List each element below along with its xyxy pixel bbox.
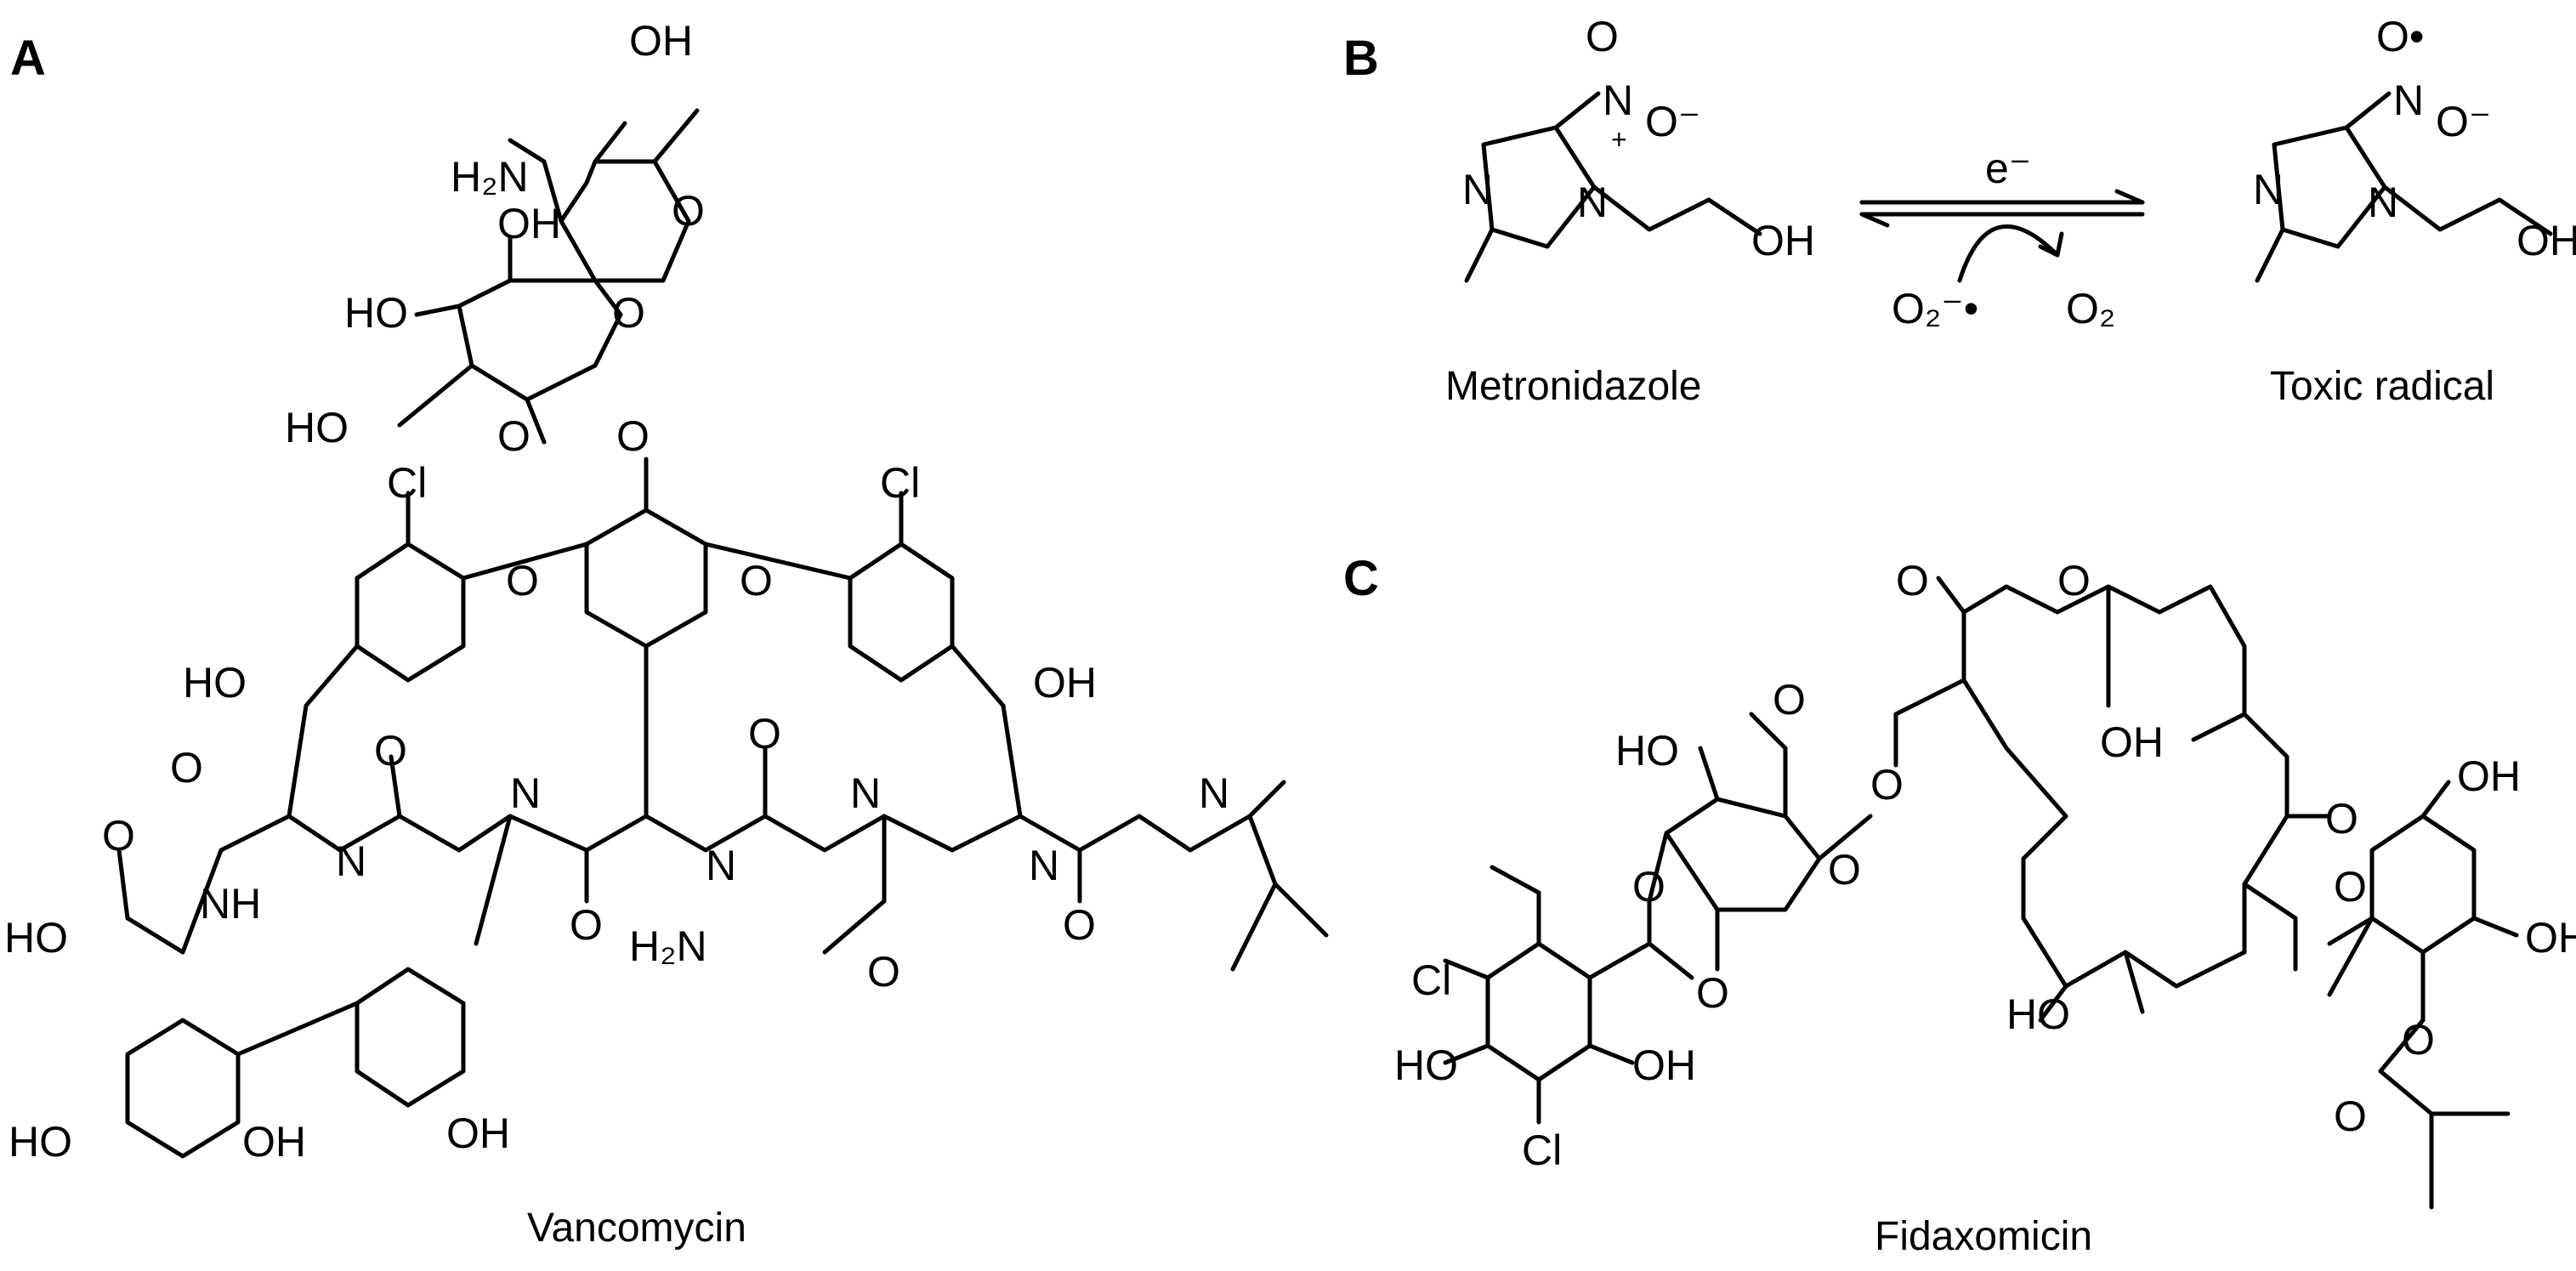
amide-nh-label: NH [200,880,261,928]
glucose-ring: OH HO HO O O O [285,200,650,460]
fidaxomicin-caption: Fidaxomicin [1875,1214,2092,1259]
carbonyl-oxygen-label: O [374,727,407,775]
radical-o-label: O• [2376,13,2424,60]
oxygen-label: O₂ [2066,285,2115,332]
carbonyl-oxygen-label: O [2334,1092,2367,1140]
carbonyl-oxygen-label: O [1063,901,1096,949]
ho-label: HO [1394,1041,1458,1089]
ester-oxygen-label: O [2402,1016,2435,1064]
vancomycin-structure: OH H₂N O OH HO HO O O O [4,17,1329,1251]
imidazole-n-label: N [1462,166,1493,213]
nitrogen-label: N [1029,842,1059,889]
glycosidic-oxygen-label: O [2325,795,2358,843]
ring-oxygen-label: O [2334,863,2367,911]
oh-label: OH [242,1118,306,1166]
panel-label-a: A [10,31,46,86]
nitrogen-label: N [510,769,541,817]
panel-label-b: B [1343,31,1379,86]
imidazole-n-label: N [2253,166,2284,213]
oh-label: OH [497,200,561,247]
ether-oxygen-label: O [506,557,539,604]
ho-label: HO [344,289,408,337]
vancomycin-caption: Vancomycin [527,1206,746,1251]
radical-o-minus-label: O⁻ [2436,98,2491,145]
imidazole-n-label: N [1577,179,1608,226]
vancosamine-ring: OH H₂N O [451,17,705,283]
panel-label-c: C [1343,551,1379,606]
glycosidic-oxygen-label: O [612,289,645,337]
nitro-o-label: O [1586,13,1619,60]
ho-label: HO [183,659,247,706]
metronidazole-structure: N N OH N O O⁻ + Metronidazole [1445,13,1815,409]
amine-label: H₂N [451,153,529,201]
acid-oxygen-label: O [102,812,135,860]
oh-label: OH [2457,752,2521,800]
oh-label: OH [2100,718,2164,766]
lactone-oxygen-label: O [2057,557,2091,604]
nitrogen-label: N [850,769,881,817]
oh-label: OH [629,17,693,65]
ester-oxygen-label: O [1632,863,1665,911]
carbonyl-oxygen-label: O [748,710,781,757]
nitro-plus-label: + [1611,124,1627,155]
acid-ho-label: HO [4,914,68,962]
ho-label: HO [1615,727,1679,775]
nitrogen-label: N [1199,769,1229,817]
toxic-radical-structure: N N OH N O• O⁻ Toxic radical [2253,13,2576,409]
radical-n-label: N [2393,77,2424,124]
oh-label: OH [2516,217,2576,264]
ring-oxygen-label: O [672,187,705,235]
carbonyl-oxygen-label: O [570,901,603,949]
carbonyl-oxygen-label: O [1696,969,1729,1017]
carbonyl-oxygen-label: O [867,948,900,996]
peptide-backbone: HO OH N NH N N N N N O O O O O O HO O H₂… [4,644,1329,1166]
nitro-n-label: N [1603,77,1633,124]
chlorine-label: Cl [880,459,920,507]
glycosidic-oxygen-label: O [616,412,650,460]
carbonyl-oxygen-label: O [170,744,203,792]
metronidazole-caption: Metronidazole [1445,364,1702,409]
carbonyl-oxygen-label: O [1896,557,1929,604]
superoxide-label: O₂⁻• [1892,285,1978,332]
glycosidic-oxygen-label: O [1870,761,1904,809]
amide-nh2-label: H₂N [629,922,707,970]
ho-label: HO [9,1118,72,1166]
oh-label: OH [1751,217,1815,264]
ring-oxygen-label: O [497,412,531,460]
chlorine-label: Cl [387,459,427,507]
ho-label: HO [285,404,349,451]
chlorine-label: Cl [1411,956,1451,1004]
ring-oxygen-label: O [1828,846,1861,894]
ether-oxygen-label: O [740,557,773,604]
nitro-o-minus-label: O⁻ [1645,98,1700,145]
imidazole-n-label: N [2368,179,2398,226]
oh-label: OH [1033,659,1097,706]
oh-label: OH [2525,914,2576,962]
oh-label: OH [1632,1041,1696,1089]
toxic-radical-caption: Toxic radical [2270,364,2494,409]
nitrogen-label: N [336,837,366,885]
aromatic-core: Cl Cl O O [125,457,955,1159]
chlorine-label: Cl [1522,1126,1562,1174]
methoxy-oxygen-label: O [1773,676,1806,723]
nitrogen-label: N [706,842,736,889]
redox-arrow: e⁻ O₂⁻• O₂ [1859,145,2145,332]
fidaxomicin-structure: Cl HO OH Cl O O HO O O O O O OH HO O [1394,557,2576,1259]
ho-label: HO [2006,990,2070,1038]
oh-label: OH [446,1109,510,1157]
electron-label: e⁻ [1985,145,2031,192]
